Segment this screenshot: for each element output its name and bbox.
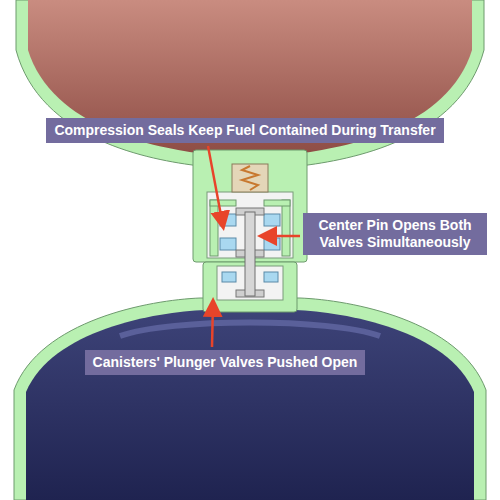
callout-box: Compression Seals Keep Fuel Contained Du… [46,118,443,143]
bottom-canister-body [26,310,474,500]
compression-seal [222,272,236,282]
valve-spring [242,166,258,190]
callout-box: Center Pin Opens Both Valves Simultaneou… [303,213,487,255]
left-flange [210,200,236,206]
compression-seal [220,238,236,250]
leader-line [212,302,213,347]
valve-housing [232,164,268,192]
left-wall [210,200,218,256]
bottom-canister-shell [14,298,486,500]
right-wall [282,200,290,256]
right-flange [264,200,290,206]
compression-seal [264,272,278,282]
top-canister-shell [16,0,484,166]
center-pin [245,212,255,296]
callout-text: Center Pin Opens Both Valves Simultaneou… [311,217,479,251]
leader-line [208,146,223,226]
compression-seal [264,238,280,250]
compression-seal [264,214,280,226]
callout-box: Canisters' Plunger Valves Pushed Open [85,350,366,375]
leader-line [262,235,300,238]
top-canister-body [28,0,472,154]
callout-text: Canisters' Plunger Valves Pushed Open [93,354,358,371]
callout-text: Compression Seals Keep Fuel Contained Du… [54,122,435,139]
canister-shoulder-ring [120,323,380,337]
